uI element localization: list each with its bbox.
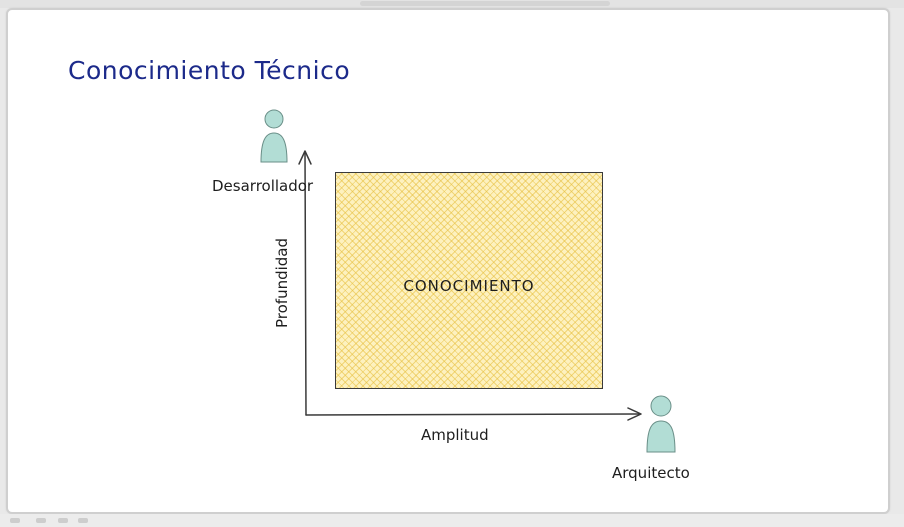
y-axis-label: Profundidad	[273, 237, 291, 329]
x-axis-label: Amplitud	[421, 426, 489, 444]
developer-label: Desarrollador	[212, 177, 314, 195]
architect-person-icon	[646, 395, 676, 453]
window-top-strip	[0, 0, 904, 8]
diagram-title: Conocimiento Técnico	[68, 56, 351, 85]
knowledge-box: CONOCIMIENTO	[335, 172, 603, 389]
knowledge-box-label: CONOCIMIENTO	[403, 277, 535, 295]
developer-person-icon	[260, 109, 288, 163]
architect-label: Arquitecto	[612, 464, 690, 482]
y-axis-arrowhead	[298, 150, 312, 165]
window-bottom-strip	[0, 514, 904, 527]
blurred-tab-strip	[360, 1, 610, 6]
status-dot	[36, 518, 46, 523]
status-dot	[78, 518, 88, 523]
y-axis-line	[304, 151, 307, 416]
status-dot	[10, 518, 20, 523]
status-dot	[58, 518, 68, 523]
x-axis-line	[305, 413, 641, 416]
x-axis-arrowhead	[627, 407, 642, 421]
